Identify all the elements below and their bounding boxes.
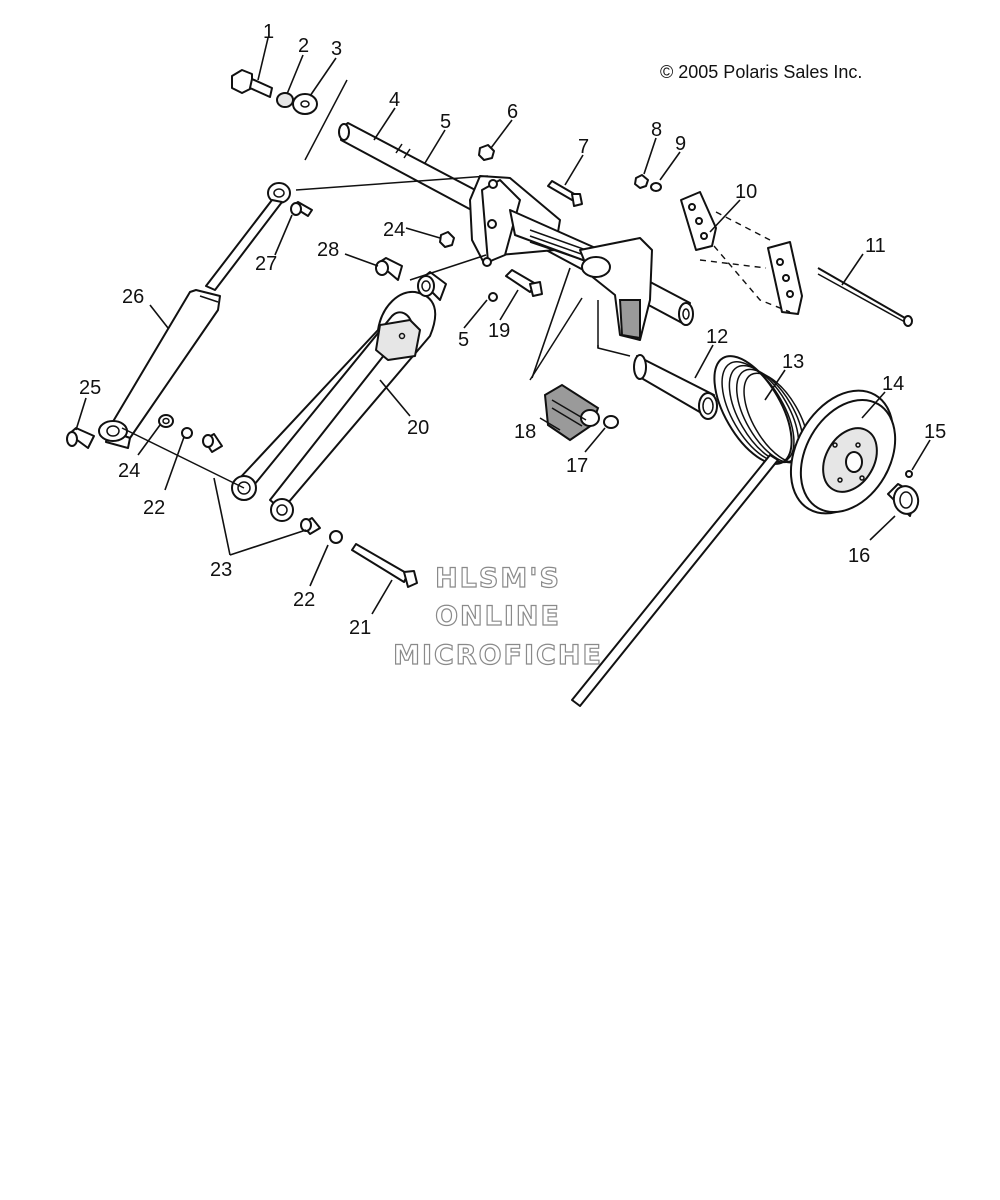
pin-part-15 [905, 470, 913, 478]
shock-absorber-part-26 [98, 182, 291, 449]
bushing-part-16 [887, 483, 920, 517]
callout-22-lower: 22 [293, 589, 315, 611]
watermark-line-1: HLSM'S [435, 563, 561, 594]
copyright-text: © 2005 Polaris Sales Inc. [660, 62, 862, 82]
callout-26: 26 [122, 286, 144, 308]
nut-part-24b [158, 414, 174, 428]
callout-16: 16 [848, 545, 870, 567]
bolt-part-1 [231, 69, 273, 98]
callout-28: 28 [317, 239, 339, 261]
washer-part-2 [276, 92, 294, 108]
spring-cap-part-14 [789, 389, 897, 515]
callout-11: 11 [865, 235, 886, 257]
nut-part-24a [439, 231, 455, 248]
spacer-part-23b [300, 517, 321, 535]
yoke-part [579, 237, 653, 341]
watermark: HLSM'S ONLINE MICROFICHE [392, 562, 603, 671]
callout-17: 17 [566, 455, 588, 477]
callout-10: 10 [735, 181, 757, 203]
callout-2: 2 [298, 35, 309, 57]
washer-part-17 [603, 415, 619, 429]
washer-part-22a [181, 427, 193, 439]
bushing-part-20b [270, 498, 294, 522]
callout-5: 5 [440, 111, 451, 133]
callout-9: 9 [675, 133, 686, 155]
bolt-part-19 [505, 269, 543, 297]
nut-part-5-small [488, 292, 498, 302]
callout-labels: 1 2 3 4 5 6 7 8 9 10 11 12 13 14 15 16 1… [79, 21, 946, 639]
rod-part-11 [817, 267, 913, 327]
callout-3: 3 [331, 38, 342, 60]
spacer-part-28 [375, 257, 403, 281]
callout-14: 14 [882, 373, 904, 395]
washer-part-22b [329, 530, 343, 544]
callout-23: 23 [210, 559, 232, 581]
torsion-spring-part-13 [571, 355, 809, 707]
side-plate-part-10 [680, 191, 803, 315]
callout-21: 21 [349, 617, 371, 639]
callout-13: 13 [782, 351, 804, 373]
separator-line [304, 79, 348, 161]
bolt-part-7 [547, 180, 583, 207]
callout-24-upper: 24 [383, 219, 405, 241]
washer-part-9 [650, 182, 662, 192]
control-arm-part-20 [237, 290, 437, 511]
washer-part-3 [292, 93, 318, 115]
leader-lines [75, 37, 931, 615]
callout-15: 15 [924, 421, 946, 443]
sleeve-part-12 [633, 354, 718, 420]
bushing-part-25 [66, 427, 95, 449]
callout-19: 19 [488, 320, 510, 342]
callout-18: 18 [514, 421, 536, 443]
callout-20: 20 [407, 417, 429, 439]
spacer-part-23a [202, 433, 223, 453]
watermark-line-2: ONLINE [435, 601, 561, 632]
watermark-line-3: MICROFICHE [393, 640, 603, 671]
bolt-part-21 [351, 543, 418, 588]
nut-part-8 [634, 174, 649, 189]
explode-lines [121, 175, 631, 489]
adjuster-block-part-18 [543, 383, 600, 442]
callout-7: 7 [578, 136, 589, 158]
callout-1: 1 [263, 21, 274, 43]
callout-8: 8 [651, 119, 662, 141]
callout-5-lower: 5 [458, 329, 469, 351]
spacer-part-27 [290, 201, 313, 217]
callout-25: 25 [79, 377, 101, 399]
callout-24-lower: 24 [118, 460, 140, 482]
callout-6: 6 [507, 101, 518, 123]
callout-22-upper: 22 [143, 497, 165, 519]
callout-27: 27 [255, 253, 277, 275]
callout-12: 12 [706, 326, 728, 348]
leader-18-bracket [531, 267, 571, 379]
nut-part-6 [478, 144, 495, 161]
callout-4: 4 [389, 89, 400, 111]
